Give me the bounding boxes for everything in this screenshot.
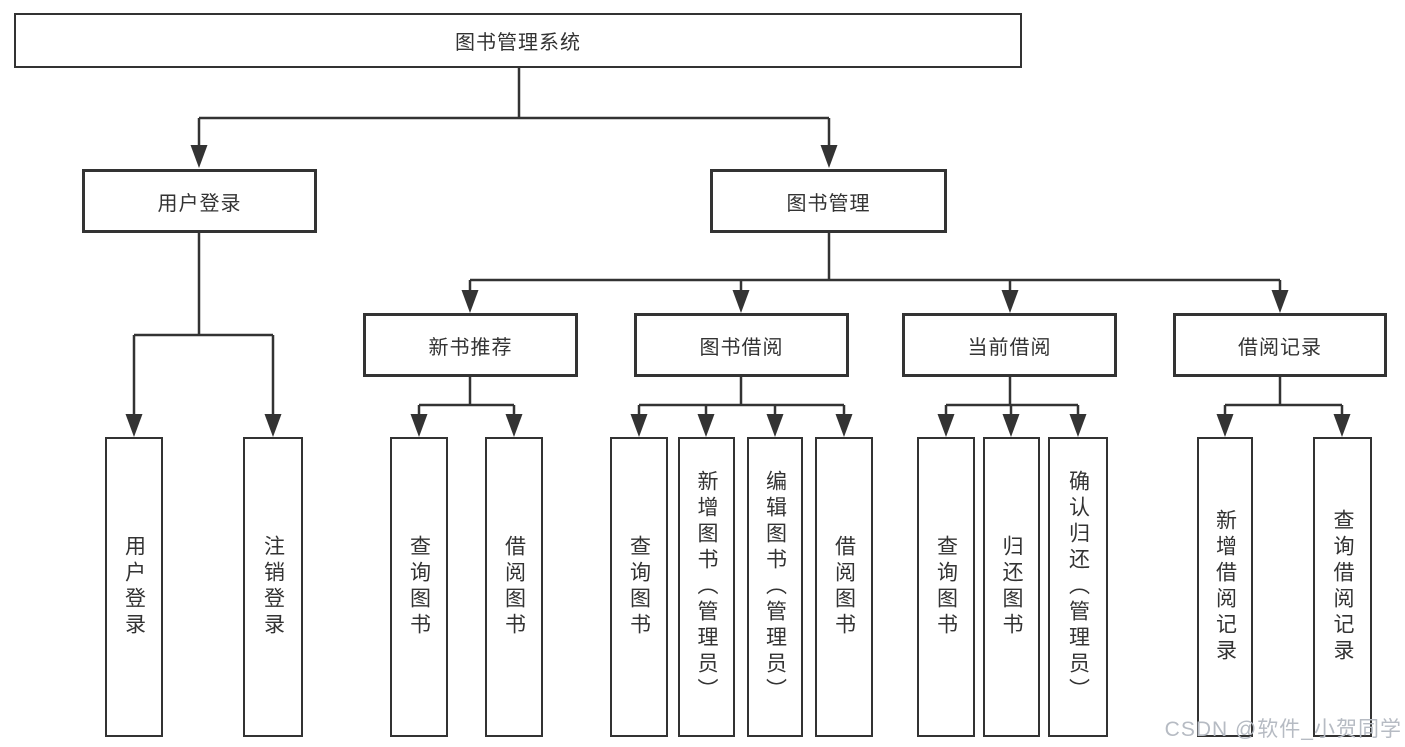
leaf-query-book: 查询图书 [610, 437, 668, 737]
arrowheads [125, 145, 1351, 437]
node-book-management: 图书管理 [710, 169, 947, 233]
leaf-borrow-book: 借阅图书 [815, 437, 873, 737]
watermark: CSDN @软件_小贺同学 [1164, 718, 1402, 741]
leaf-confirm-return-admin: 确认归还（管理员） [1048, 437, 1108, 737]
node-user-login: 用户登录 [82, 169, 317, 233]
node-borrow-records: 借阅记录 [1173, 313, 1387, 377]
node-current-borrow: 当前借阅 [902, 313, 1117, 377]
node-new-book-recommend: 新书推荐 [363, 313, 578, 377]
leaf-query-book: 查询图书 [917, 437, 975, 737]
leaf-user-login: 用户登录 [105, 437, 163, 737]
leaf-edit-book-admin: 编辑图书（管理员） [747, 437, 803, 737]
leaf-add-borrow-record: 新增借阅记录 [1197, 437, 1253, 737]
leaf-query-borrow-record: 查询借阅记录 [1313, 437, 1372, 737]
leaf-borrow-book: 借阅图书 [485, 437, 543, 737]
node-book-borrow: 图书借阅 [634, 313, 849, 377]
leaf-add-book-admin: 新增图书（管理员） [678, 437, 735, 737]
leaf-query-book: 查询图书 [390, 437, 448, 737]
node-root: 图书管理系统 [14, 13, 1022, 68]
leaf-logout-login: 注销登录 [243, 437, 303, 737]
leaf-return-book: 归还图书 [983, 437, 1040, 737]
